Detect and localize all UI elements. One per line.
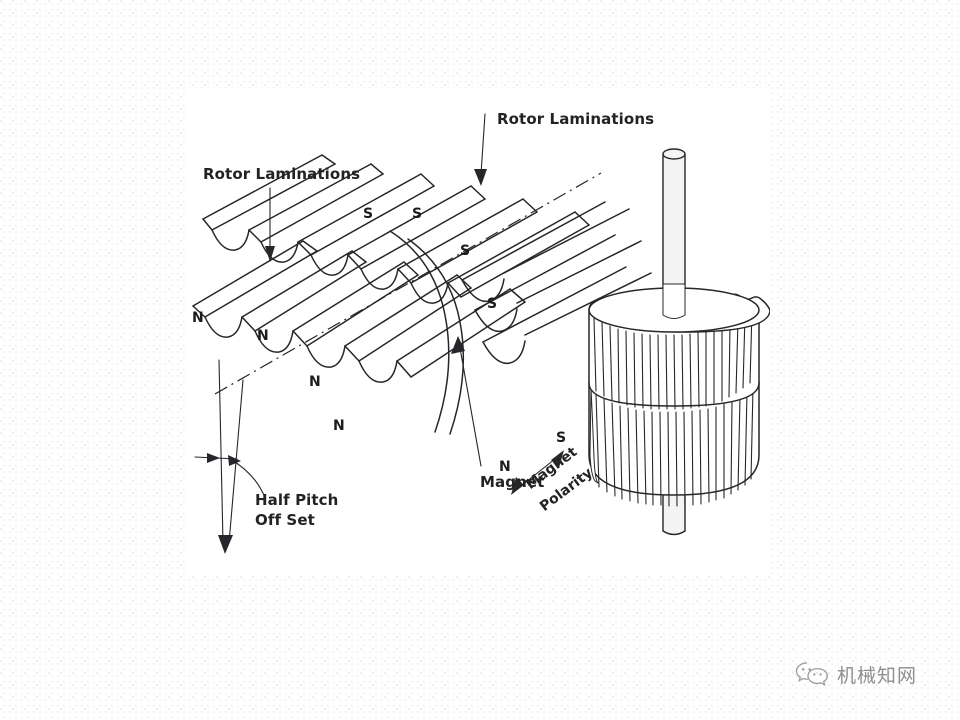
label-rotor-laminations-left: Rotor Laminations	[203, 165, 361, 183]
magnet-arc	[389, 230, 465, 435]
lower-teeth-lines	[595, 386, 754, 507]
half-pitch-offset-construction	[194, 359, 266, 554]
pole-label-south-3: S	[460, 243, 471, 259]
rotor-diagram-svg	[192, 113, 770, 554]
pole-label-north-4: N	[333, 418, 345, 434]
rotor-centerline	[214, 172, 602, 395]
label-polarity-north: N	[499, 459, 511, 475]
watermark: 机械知网	[795, 660, 917, 688]
leader-top-rotor-laminations	[474, 113, 487, 186]
leader-magnet	[451, 336, 482, 467]
pole-label-south-1: S	[363, 206, 374, 222]
wechat-icon	[795, 660, 829, 688]
right-lamination-ribs	[461, 201, 652, 365]
pole-label-north-1: N	[192, 310, 204, 326]
upper-teeth-lines	[593, 309, 753, 410]
pole-label-north-2: N	[257, 328, 269, 344]
rotor-lamination-stack-lower	[588, 360, 760, 507]
watermark-text: 机械知网	[837, 664, 918, 687]
leader-left-rotor-laminations	[265, 187, 275, 262]
label-half-pitch-line2: Off Set	[255, 511, 315, 529]
rotor-assembly-illustration	[588, 148, 770, 536]
pole-label-south-4: S	[487, 296, 498, 312]
rotor-lamination-stack-upper	[588, 283, 770, 410]
label-half-pitch-line1: Half Pitch	[255, 491, 339, 509]
label-magnet: Magnet	[480, 473, 545, 491]
upper-lamination-stack	[202, 154, 590, 304]
magnet-polarity-arrow	[511, 450, 564, 495]
lower-lamination-stack	[192, 240, 526, 383]
pole-label-north-3: N	[309, 374, 321, 390]
label-polarity-south: S	[556, 430, 567, 446]
label-rotor-laminations-top: Rotor Laminations	[497, 110, 655, 128]
pole-label-south-2: S	[412, 206, 423, 222]
figure-panel: Rotor Laminations Rotor Laminations Magn…	[185, 88, 770, 575]
